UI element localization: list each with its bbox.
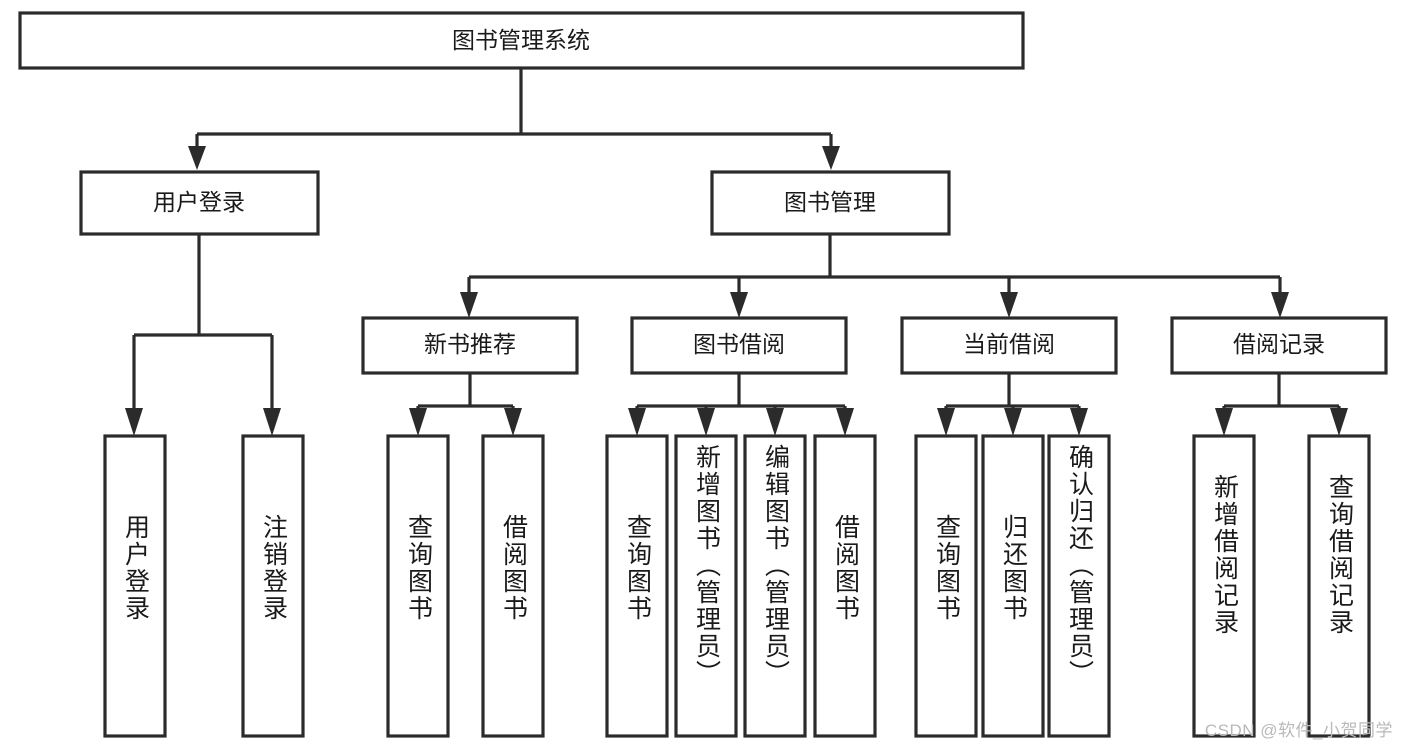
node-book-borrow-box[interactable] (630, 316, 848, 375)
leaf-user-login-2-box[interactable] (241, 434, 305, 738)
leaf-current-borrow-1-box[interactable] (914, 434, 978, 738)
arrow-borrow-leaf-1 (628, 408, 646, 436)
arrow-current-leaf-2 (1004, 408, 1022, 436)
leaf-book-borrow-4-box[interactable] (813, 434, 877, 738)
leaf-current-borrow-3-box[interactable] (1047, 434, 1111, 738)
node-book-manage-box[interactable] (710, 170, 951, 236)
leaf-new-book-2-box[interactable] (481, 434, 545, 738)
leaf-book-borrow-2-box[interactable] (674, 434, 738, 738)
leaf-current-borrow-2-box[interactable] (981, 434, 1045, 738)
node-book-manage-label: 图书管理 (784, 189, 876, 215)
leaf-book-borrow-3-box[interactable] (743, 434, 807, 738)
leaf-new-book-1-box[interactable] (386, 434, 450, 738)
node-current-borrow[interactable]: 当前借阅 (900, 316, 1118, 375)
arrow-newbook-leaf-1 (409, 408, 427, 436)
node-current-borrow-box[interactable] (900, 316, 1118, 375)
arrow-book-to-record (1271, 292, 1289, 318)
arrow-borrow-leaf-2 (697, 408, 715, 436)
arrow-newbook-leaf-2 (504, 408, 522, 436)
arrow-borrow-leaf-3 (766, 408, 784, 436)
node-borrow-record-box[interactable] (1170, 316, 1388, 375)
node-user-login-label: 用户登录 (153, 189, 245, 215)
arrow-record-leaf-2 (1330, 408, 1348, 436)
arrow-user-leaf-2 (263, 408, 281, 436)
node-book-manage[interactable]: 图书管理 (710, 170, 951, 236)
arrow-user-leaf-1 (125, 408, 143, 436)
node-current-borrow-label: 当前借阅 (963, 331, 1055, 357)
node-book-borrow-label: 图书借阅 (693, 331, 785, 357)
leaf-book-borrow-1-box[interactable] (605, 434, 669, 738)
node-root[interactable]: 图书管理系统 (18, 11, 1025, 70)
arrow-borrow-leaf-4 (836, 408, 854, 436)
node-book-borrow[interactable]: 图书借阅 (630, 316, 848, 375)
arrow-book-to-borrow (730, 292, 748, 318)
leaf-borrow-record-1-box[interactable] (1192, 434, 1256, 738)
arrow-book-to-newbook (460, 292, 478, 318)
node-borrow-record[interactable]: 借阅记录 (1170, 316, 1388, 375)
node-new-book-rec-label: 新书推荐 (424, 331, 516, 357)
node-root-label: 图书管理系统 (452, 27, 590, 53)
arrow-root-to-user (188, 146, 206, 170)
arrow-root-to-book (822, 146, 840, 170)
arrow-record-leaf-1 (1215, 408, 1233, 436)
node-borrow-record-label: 借阅记录 (1233, 331, 1325, 357)
leaf-user-login-1-box[interactable] (103, 434, 167, 738)
node-root-box[interactable] (18, 11, 1025, 70)
node-new-book-rec-box[interactable] (361, 316, 579, 375)
arrow-book-to-current (1000, 292, 1018, 318)
node-user-login[interactable]: 用户登录 (79, 170, 320, 236)
node-new-book-rec[interactable]: 新书推荐 (361, 316, 579, 375)
leaf-borrow-record-2-box[interactable] (1307, 434, 1371, 738)
arrow-current-leaf-1 (937, 408, 955, 436)
arrow-current-leaf-3 (1070, 408, 1088, 436)
